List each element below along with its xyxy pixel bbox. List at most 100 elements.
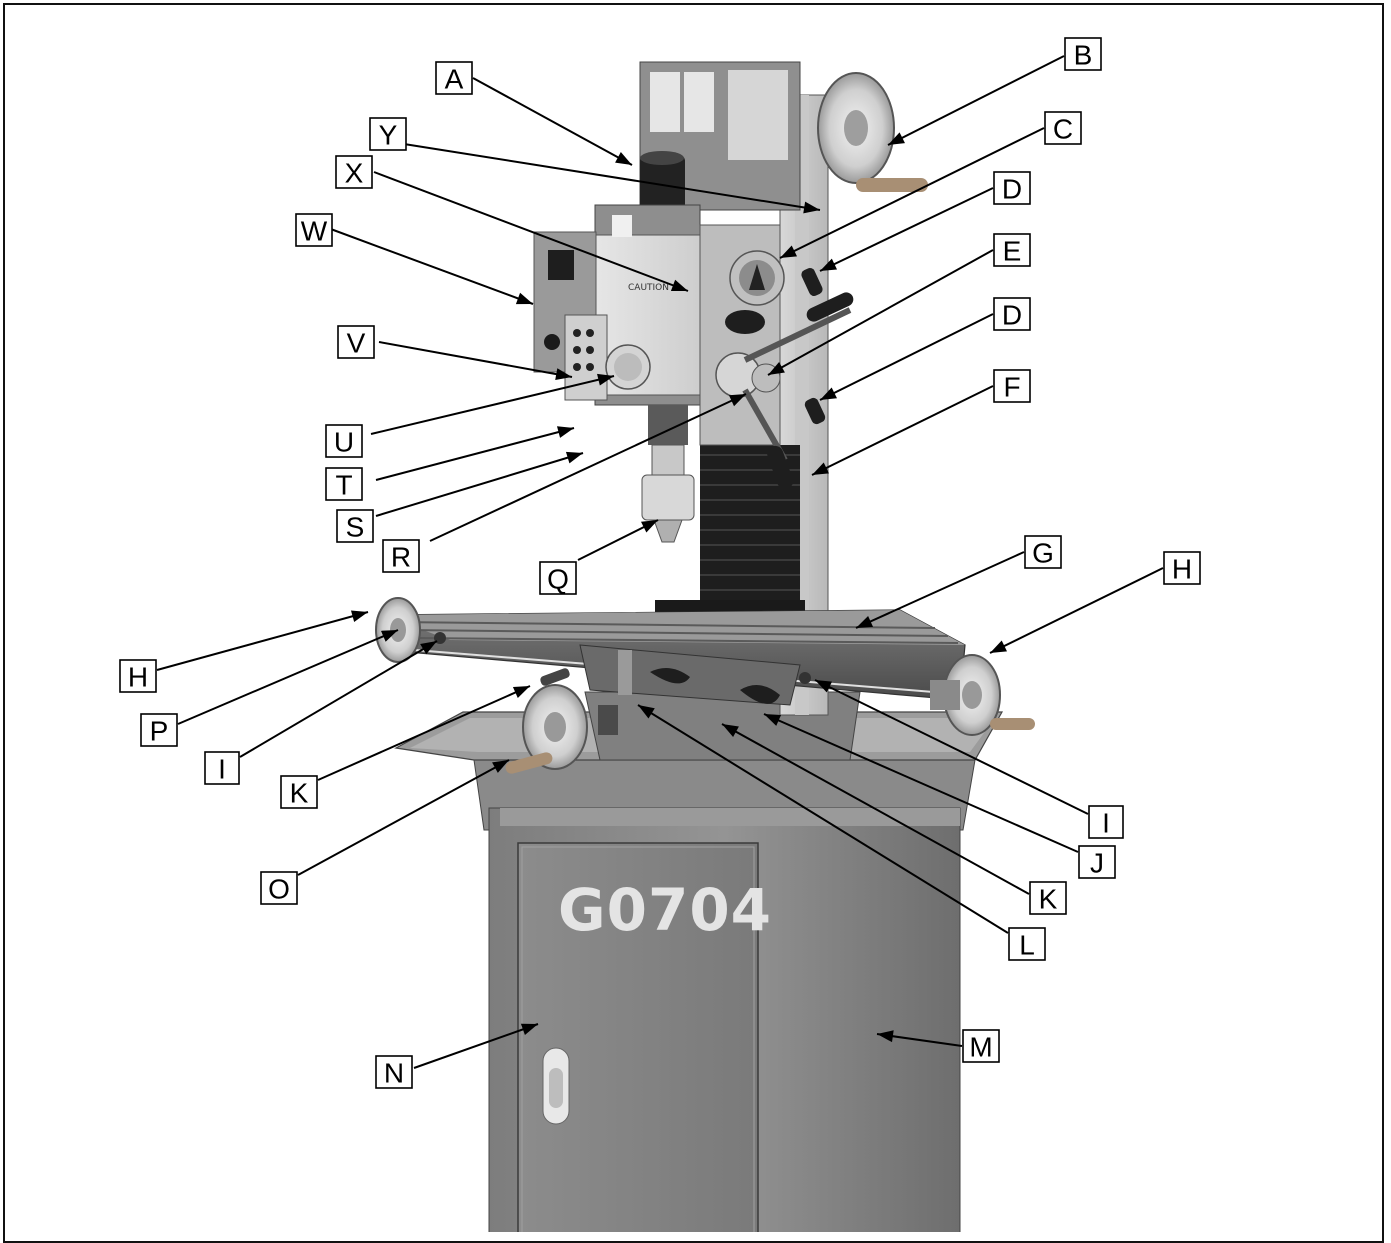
callout-S: S <box>336 509 374 543</box>
leader-F <box>811 385 994 476</box>
callout-U: U <box>325 424 363 458</box>
callout-V: V <box>337 325 375 359</box>
callout-H-right: H <box>1163 551 1201 585</box>
svg-text:U: U <box>334 427 354 458</box>
leader-D1 <box>819 187 994 272</box>
leader-J <box>763 713 1079 853</box>
arrowhead <box>565 451 583 464</box>
callout-N: N <box>375 1055 413 1089</box>
svg-text:M: M <box>969 1032 992 1063</box>
column-lock-levers <box>801 267 826 425</box>
leader-V <box>378 341 573 378</box>
svg-text:H: H <box>128 662 148 693</box>
leader-arrowheads <box>350 132 1008 1043</box>
svg-text:B: B <box>1074 40 1093 71</box>
door-handle <box>542 1047 570 1125</box>
callout-A: A <box>435 61 473 95</box>
leader-P <box>177 629 399 725</box>
arrowhead <box>512 686 530 698</box>
leader-H1 <box>156 611 369 671</box>
leader-C <box>779 127 1045 259</box>
callout-L: L <box>1008 927 1046 961</box>
leader-I1 <box>239 640 438 758</box>
svg-text:D: D <box>1002 300 1022 331</box>
cross-feed-handwheel <box>505 684 618 774</box>
callout-labels: A B C D E D F <box>119 37 1201 1089</box>
arrowhead <box>780 245 798 258</box>
leader-W <box>327 227 534 305</box>
panel-caution-text: CAUTION <box>628 283 669 293</box>
callout-D-lower: D <box>993 297 1031 331</box>
svg-text:G: G <box>1032 538 1054 569</box>
leader-T <box>375 427 575 481</box>
arrowhead <box>492 760 509 773</box>
arrowhead <box>350 610 368 623</box>
svg-text:T: T <box>335 470 352 501</box>
leader-D2 <box>819 313 994 401</box>
leader-X <box>373 171 689 292</box>
arrowhead <box>728 394 746 407</box>
arrowhead <box>520 1023 538 1036</box>
arrowhead <box>515 292 533 305</box>
svg-text:V: V <box>347 328 366 359</box>
saddle <box>579 644 801 706</box>
arrowhead <box>812 462 830 475</box>
svg-text:Q: Q <box>547 564 569 595</box>
leader-K2 <box>721 723 1030 895</box>
leader-A <box>472 77 633 166</box>
arrowhead <box>420 641 437 655</box>
svg-text:E: E <box>1003 236 1022 267</box>
arrowhead <box>990 640 1008 653</box>
callout-K-right: K <box>1029 881 1067 915</box>
leader-E <box>767 249 994 376</box>
callout-Q: Q <box>539 561 577 595</box>
svg-text:W: W <box>301 216 328 247</box>
leader-lines <box>156 55 1164 1069</box>
model-marking: G0704 <box>558 876 772 944</box>
arrowhead <box>638 705 655 719</box>
svg-text:C: C <box>1053 114 1073 145</box>
motor-housing <box>639 61 801 211</box>
callout-W: W <box>295 213 333 247</box>
callout-J: J <box>1078 845 1116 879</box>
leader-U <box>370 375 615 435</box>
callout-K-left: K <box>280 775 318 809</box>
callout-Y: Y <box>369 117 407 151</box>
callout-C: C <box>1044 111 1082 145</box>
arrowhead <box>888 132 905 145</box>
arrowhead <box>820 387 837 400</box>
arrowhead <box>768 361 785 375</box>
gib-lock-lever <box>540 668 570 686</box>
callout-E: E <box>993 233 1031 267</box>
svg-text:K: K <box>290 778 309 809</box>
leader-N <box>413 1023 539 1069</box>
leader-O <box>297 759 510 876</box>
callout-P: P <box>140 713 178 747</box>
callout-F: F <box>993 369 1031 403</box>
right-table-handwheel <box>930 654 1035 736</box>
svg-text:F: F <box>1003 372 1020 403</box>
leader-G <box>855 551 1025 629</box>
svg-text:Y: Y <box>379 120 398 151</box>
callout-O: O <box>260 871 298 905</box>
arrowhead <box>722 724 739 737</box>
leader-Y <box>403 143 821 211</box>
speed-dial <box>605 344 651 390</box>
svg-text:N: N <box>384 1058 404 1089</box>
arrowhead <box>555 368 572 381</box>
leader-I2 <box>814 679 1089 815</box>
fine-feed-knob <box>729 250 785 306</box>
svg-text:A: A <box>445 64 464 95</box>
arrowhead <box>641 520 658 533</box>
leader-B <box>887 55 1065 146</box>
callout-T: T <box>325 467 363 501</box>
svg-text:P: P <box>150 716 169 747</box>
svg-text:H: H <box>1172 554 1192 585</box>
svg-text:R: R <box>391 542 411 573</box>
callout-X: X <box>335 155 373 189</box>
leader-K1 <box>317 685 531 781</box>
callout-B: B <box>1064 37 1102 71</box>
arrowhead <box>597 373 614 386</box>
